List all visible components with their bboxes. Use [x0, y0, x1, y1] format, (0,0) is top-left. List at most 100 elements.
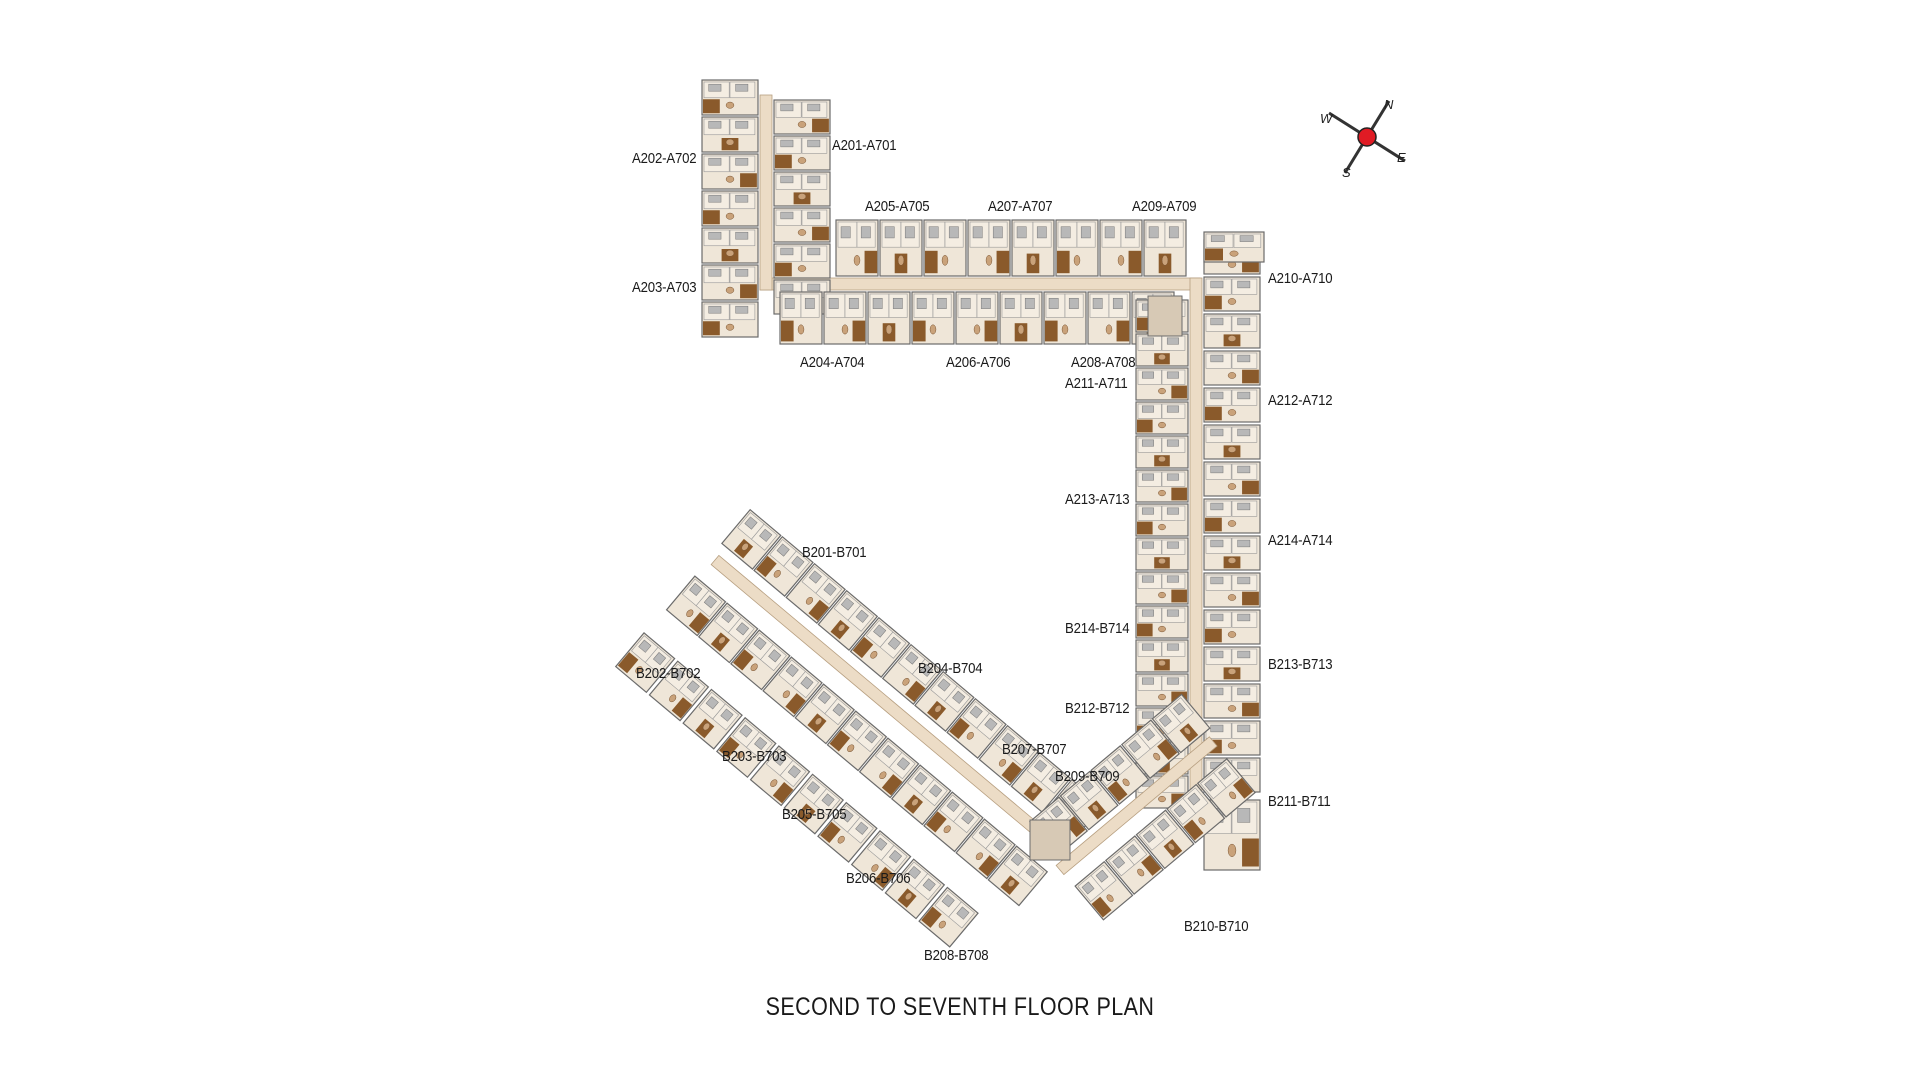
apartment-unit — [1099, 219, 1143, 277]
apartment-unit — [773, 99, 831, 135]
apartment-unit — [955, 818, 1016, 880]
apartment-unit — [1010, 751, 1072, 813]
unit-label-a202: A202-A702 — [632, 150, 697, 167]
apartment-unit — [955, 291, 999, 345]
apartment-group — [715, 716, 777, 779]
unit-label-a205: A205-A705 — [865, 198, 930, 215]
apartment-group — [849, 616, 911, 678]
apartment-unit — [753, 535, 814, 597]
apartment-unit — [884, 858, 946, 920]
apartment-group — [1104, 835, 1165, 895]
apartment-unit — [783, 773, 845, 835]
apartment-unit — [701, 301, 759, 338]
apartment-unit — [1151, 693, 1211, 754]
apartment-unit — [1135, 469, 1189, 503]
unit-label-a207: A207-A707 — [988, 198, 1053, 215]
unit-label-b207: B207-B707 — [1002, 741, 1067, 758]
apartment-group — [978, 724, 1040, 786]
apartment-group — [753, 535, 814, 597]
apartment-unit — [817, 801, 878, 863]
corridor-b-return — [1055, 736, 1218, 876]
apartment-unit — [701, 153, 759, 190]
compass-south: S — [1342, 165, 1351, 180]
apartment-group — [914, 670, 975, 732]
apartment-unit — [1203, 387, 1261, 423]
apartment-unit — [701, 79, 759, 116]
apartment-unit — [890, 764, 952, 826]
unit-label-a204: A204-A704 — [800, 354, 865, 371]
apartment-unit — [1135, 503, 1189, 537]
apartment-unit — [701, 116, 759, 153]
unit-label-a210: A210-A710 — [1268, 270, 1333, 287]
apartment-unit — [1166, 783, 1226, 844]
apartment-unit — [701, 227, 759, 264]
apartment-group — [783, 773, 845, 835]
apartment-unit — [850, 830, 912, 892]
unit-label-b203: B203-B703 — [722, 748, 787, 765]
apartment-unit — [1203, 683, 1261, 719]
apartment-group — [749, 745, 811, 807]
apartment-unit — [967, 219, 1011, 277]
apartment-unit — [978, 724, 1040, 786]
apartment-unit — [914, 670, 975, 732]
unit-label-b208: B208-B708 — [924, 947, 989, 964]
compass-north: N — [1384, 97, 1394, 112]
apartment-group — [817, 801, 878, 863]
apartment-unit — [881, 643, 943, 705]
apartment-unit — [1135, 401, 1189, 435]
unit-label-b211: B211-B711 — [1268, 793, 1331, 810]
apartment-unit — [858, 737, 920, 799]
unit-label-a209: A209-A709 — [1132, 198, 1197, 215]
compass-west: W — [1320, 111, 1334, 126]
apartment-unit — [749, 745, 811, 807]
apartment-unit — [1135, 639, 1189, 673]
apartment-unit — [1074, 860, 1134, 921]
apartment-group — [1196, 758, 1256, 818]
compass-east: E — [1397, 150, 1406, 165]
apartment-group — [826, 710, 888, 772]
apartment-unit — [697, 602, 759, 664]
unit-label-b213: B213-B713 — [1268, 656, 1333, 673]
apartment-unit — [701, 190, 759, 227]
apartment-unit — [1059, 770, 1119, 831]
unit-label-b212: B212-B712 — [1065, 700, 1130, 717]
lift-core-b — [1029, 819, 1071, 861]
apartment-unit — [1135, 809, 1195, 870]
apartment-unit — [923, 791, 984, 853]
apartment-unit — [1203, 313, 1261, 349]
apartment-unit — [1135, 367, 1189, 401]
apartment-group — [850, 830, 912, 892]
apartment-unit — [1055, 219, 1099, 277]
apartment-unit — [785, 562, 846, 624]
apartment-unit — [648, 660, 710, 722]
apartment-group — [721, 508, 782, 570]
apartment-unit — [1203, 276, 1261, 312]
apartment-unit — [794, 683, 856, 745]
apartment-unit — [849, 616, 911, 678]
apartment-unit — [1011, 219, 1055, 277]
apartment-group — [890, 764, 952, 826]
wing-b — [614, 508, 1256, 948]
apartment-unit — [1203, 498, 1261, 534]
apartment-group — [884, 858, 946, 920]
apartment-group — [1090, 745, 1150, 805]
apartment-group — [858, 737, 920, 799]
apartment-group — [785, 562, 846, 624]
apartment-unit — [1135, 571, 1189, 605]
apartment-unit — [1087, 291, 1131, 345]
unit-label-a213: A213-A713 — [1065, 491, 1130, 508]
apartment-unit — [999, 291, 1043, 345]
apartment-unit — [987, 845, 1049, 907]
apartment-unit — [918, 886, 979, 948]
apartment-group — [665, 575, 727, 637]
apartment-unit — [665, 575, 727, 637]
apartment-group — [1120, 719, 1181, 780]
unit-label-b214: B214-B714 — [1065, 620, 1130, 637]
apartment-group — [1166, 783, 1226, 844]
apartment-unit — [701, 264, 759, 301]
unit-label-b204: B204-B704 — [918, 660, 983, 677]
unit-label-a208: A208-A708 — [1071, 354, 1136, 371]
apartment-group — [881, 643, 943, 705]
apartment-unit — [773, 135, 831, 171]
apartment-group — [1010, 751, 1072, 813]
